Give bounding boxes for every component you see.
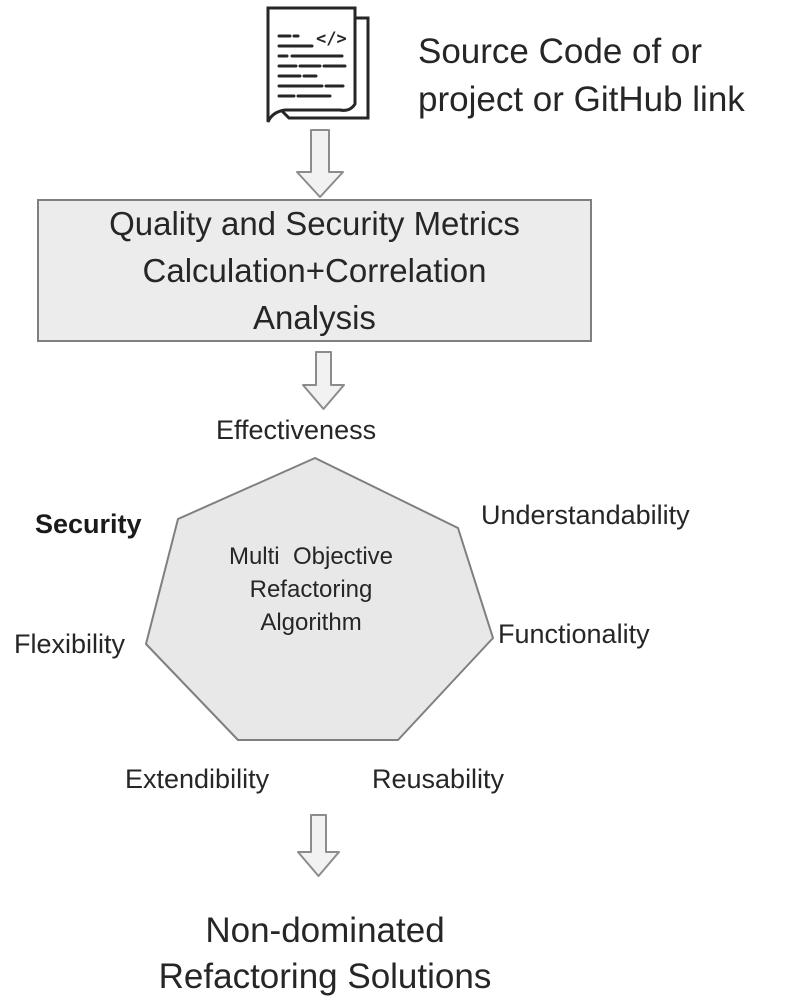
source-label-line1: Source Code of or <box>418 32 703 71</box>
output-label: Non-dominated Refactoring Solutions <box>90 908 560 1000</box>
objective-security: Security <box>35 509 142 539</box>
algorithm-line1: Multi Objective <box>228 543 394 570</box>
objective-extendibility: Extendibility <box>125 764 270 794</box>
metrics-line3: Analysis <box>253 299 376 336</box>
code-symbol-icon: </> <box>316 29 347 49</box>
algorithm-line3: Algorithm <box>260 609 362 636</box>
algorithm-line2: Refactoring <box>249 576 373 603</box>
algorithm-label: Multi Objective Refactoring Algorithm <box>182 540 440 639</box>
objective-flexibility: Flexibility <box>14 629 126 659</box>
source-code-label: Source Code of or project or GitHub link <box>418 28 745 124</box>
source-code-document-icon: </> <box>266 6 370 123</box>
metrics-line2: Calculation+Correlation <box>142 252 487 289</box>
objective-understandability: Understandability <box>481 500 690 530</box>
metrics-line1: Quality and Security Metrics <box>109 205 520 242</box>
metrics-calculation-box: Quality and Security Metrics Calculation… <box>37 199 592 342</box>
output-line2: Refactoring Solutions <box>158 957 492 996</box>
arrow-down-source-to-metrics <box>296 129 344 198</box>
arrow-down-algorithm-to-output <box>297 814 340 877</box>
objective-functionality: Functionality <box>498 619 650 649</box>
objective-reusability: Reusability <box>372 764 505 794</box>
objective-effectiveness: Effectiveness <box>216 415 377 445</box>
source-label-line2: project or GitHub link <box>418 80 745 119</box>
output-line1: Non-dominated <box>205 911 445 950</box>
arrow-down-metrics-to-algorithm <box>302 351 345 410</box>
algorithm-heptagon <box>145 457 494 741</box>
